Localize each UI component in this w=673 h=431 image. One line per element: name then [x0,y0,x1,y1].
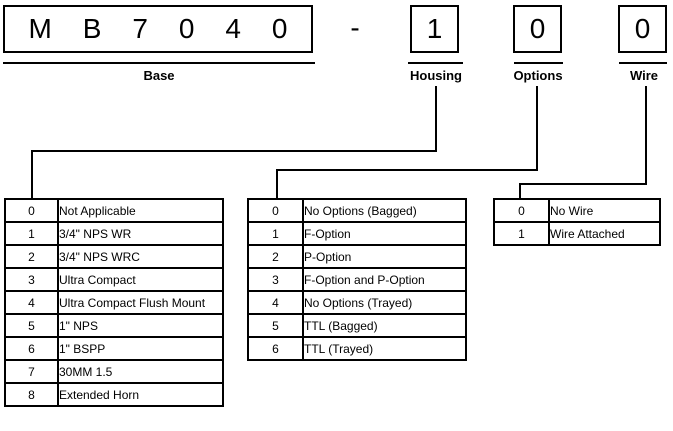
code-cell: 5 [4,313,59,338]
description-cell: F-Option and P-Option [302,267,467,292]
code-cell: 1 [493,221,550,246]
options-label: Options [513,68,563,83]
code-cell: 4 [247,290,304,315]
options-digit: 0 [529,13,546,44]
description-cell: No Options (Trayed) [302,290,467,315]
wire-connector-vertical-top [645,86,647,185]
housing-connector-vertical-bottom [31,150,33,198]
code-cell: 3 [247,267,304,292]
options-connector-horizontal [276,169,538,171]
code-cell: 1 [247,221,304,246]
housing-digit: 1 [426,13,443,44]
code-cell: 0 [4,198,59,223]
code-cell: 2 [247,244,304,269]
wire-connector-vertical-bottom [519,183,521,198]
wire-digit: 0 [634,13,651,44]
description-cell: 30MM 1.5 [57,359,224,384]
base-label: Base [143,68,175,83]
housing-label: Housing [410,68,462,83]
housing-connector-vertical-top [435,86,437,152]
description-cell: Ultra Compact [57,267,224,292]
description-cell: 3/4" NPS WRC [57,244,224,269]
description-cell: 1" BSPP [57,336,224,361]
code-cell: 6 [4,336,59,361]
base-char: B [82,13,102,44]
options-bracket-line [514,62,563,64]
code-cell: 8 [4,382,59,407]
code-cell: 4 [4,290,59,315]
code-cell: 3 [4,267,59,292]
options-connector-vertical-bottom [276,169,278,198]
options-digit-box: 0 [513,5,562,53]
description-cell: F-Option [302,221,467,246]
description-cell: Extended Horn [57,382,224,407]
code-cell: 0 [247,198,304,223]
description-cell: No Wire [548,198,661,223]
description-cell: No Options (Bagged) [302,198,467,223]
description-cell: Ultra Compact Flush Mount [57,290,224,315]
code-cell: 5 [247,313,304,338]
code-cell: 0 [493,198,550,223]
code-cell: 6 [247,336,304,361]
description-cell: TTL (Trayed) [302,336,467,361]
housing-connector-horizontal [31,150,437,152]
base-char: 0 [271,13,288,44]
description-cell: P-Option [302,244,467,269]
description-cell: 3/4" NPS WR [57,221,224,246]
code-cell: 7 [4,359,59,384]
wire-connector-horizontal [519,183,647,185]
housing-bracket-line [408,62,463,64]
base-char: 7 [132,13,148,44]
code-cell: 1 [4,221,59,246]
description-cell: Wire Attached [548,221,661,246]
base-char: 0 [178,13,195,44]
options-connector-vertical-top [536,86,538,171]
description-cell: TTL (Bagged) [302,313,467,338]
wire-label: Wire [629,68,659,83]
description-cell: 1" NPS [57,313,224,338]
wire-digit-box: 0 [618,5,667,53]
housing-digit-box: 1 [410,5,459,53]
separator-dash: - [350,12,360,43]
base-bracket-line [3,62,315,64]
description-cell: Not Applicable [57,198,224,223]
wire-bracket-line [619,62,667,64]
base-char: M [28,13,52,44]
code-cell: 2 [4,244,59,269]
base-char: 4 [225,13,241,44]
